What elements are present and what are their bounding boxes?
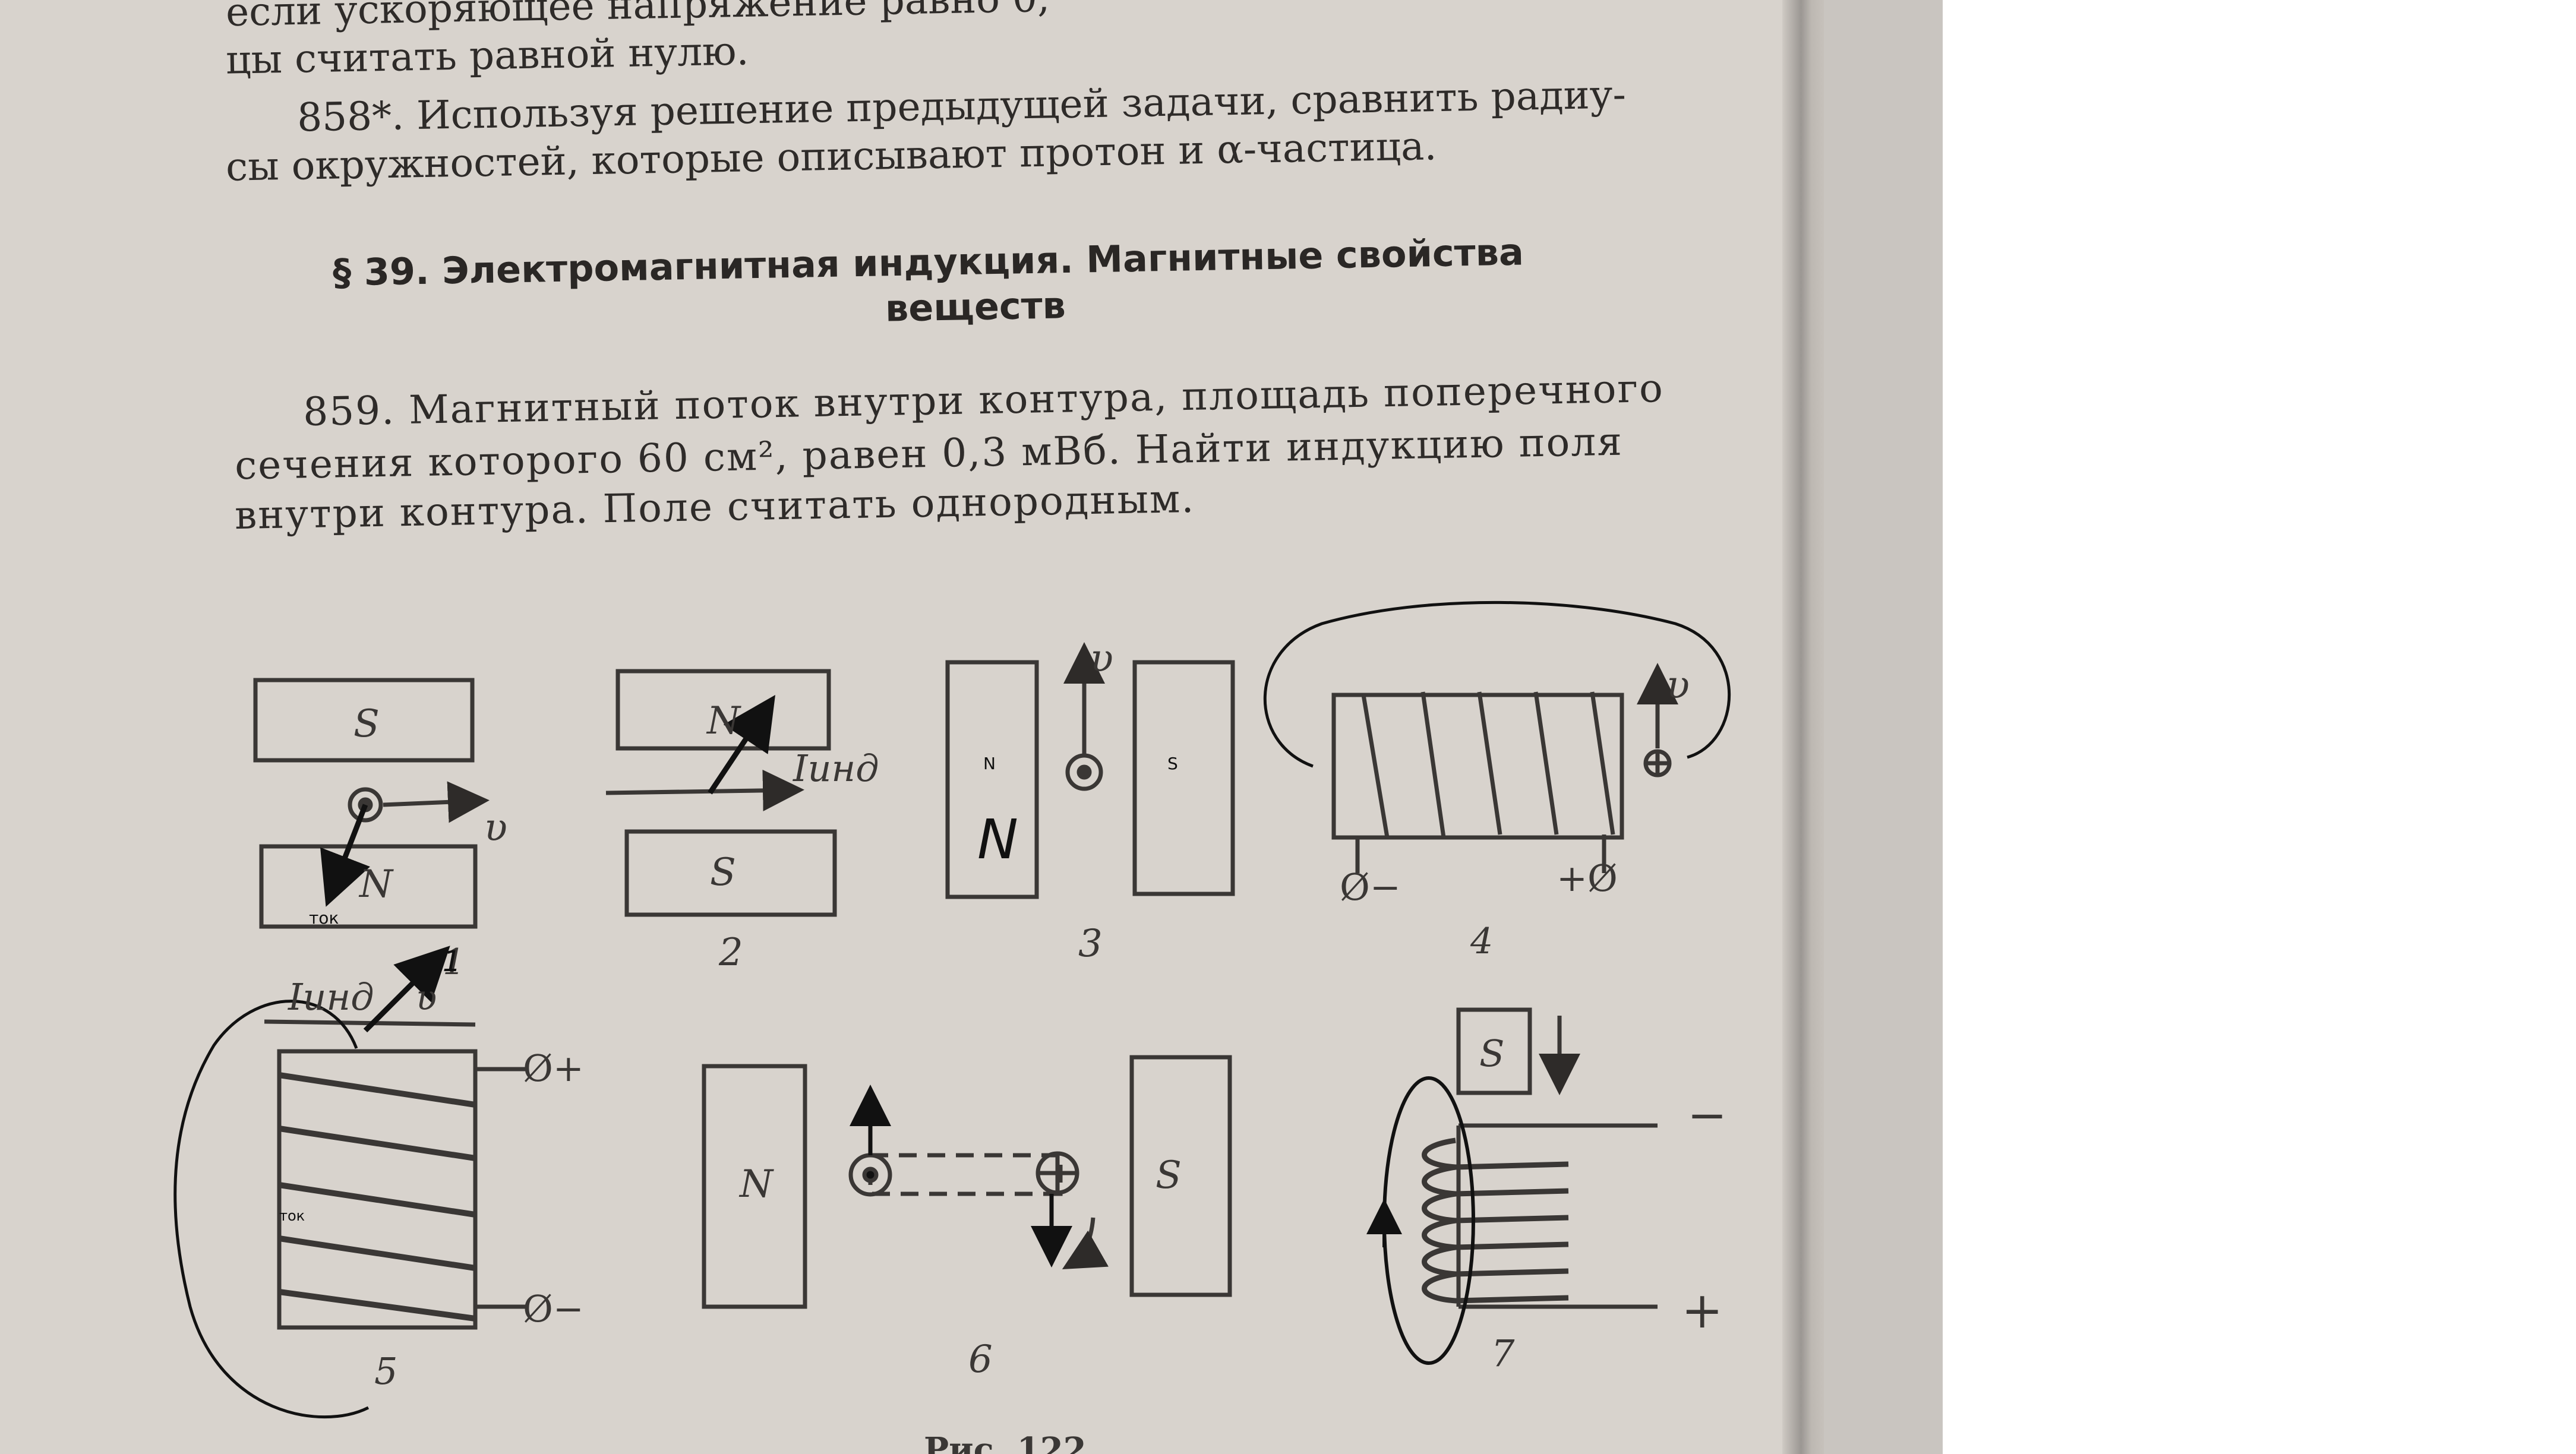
panel-number-5: 5 <box>374 1349 397 1393</box>
magnet-n-bottom-1 <box>259 844 478 929</box>
field-loop-4 <box>1263 600 1731 768</box>
panel-4 <box>1263 600 1731 873</box>
magnet-s-7 <box>1456 1007 1532 1095</box>
conductor-1 <box>348 787 383 823</box>
figure-caption: Рис. 122 <box>924 1430 1087 1454</box>
terminal-plus-5: Ø+ <box>523 1047 584 1090</box>
magnet-s-bottom-2 <box>624 829 837 917</box>
panel-7 <box>1366 1007 1658 1365</box>
magnet-label-n-1: N <box>358 862 394 906</box>
panel-number-2: 2 <box>718 931 743 975</box>
pen-arrow-5 <box>363 946 450 1033</box>
magnet-label-n-2: N <box>706 699 741 743</box>
num-1-handwritten: 1 <box>443 945 461 978</box>
panel-number-7: 7 <box>1491 1332 1515 1375</box>
small-label-n-3: N <box>983 754 996 773</box>
terminal-plus-7: + <box>1681 1281 1723 1339</box>
current-arrow-1 <box>320 804 370 907</box>
small-label-s-3: S <box>1167 754 1178 773</box>
coil-7 <box>1422 1137 1569 1304</box>
magnet-n-6 <box>702 1064 807 1309</box>
frame-6 <box>868 1153 1063 1196</box>
magnet-label-s-2: S <box>710 851 736 894</box>
magnet-n-3 <box>945 660 1039 899</box>
magnet-s-top-1 <box>253 678 475 763</box>
tok-label-5: ток <box>279 1208 305 1224</box>
magnet-label-s-1: S <box>353 702 380 746</box>
handwritten-n-3: N <box>977 808 1018 871</box>
magnet-s-6 <box>1129 1055 1232 1297</box>
velocity-label-1: υ <box>484 806 507 850</box>
terminal-minus-7: − <box>1687 1088 1727 1143</box>
coil-turns-5 <box>279 1072 476 1322</box>
velocity-label-4: υ <box>1666 663 1690 707</box>
panel-2 <box>605 669 837 917</box>
conductor-2 <box>605 769 804 811</box>
panel-number-4: 4 <box>1470 921 1493 962</box>
coil-turns-4 <box>1361 691 1615 838</box>
iind-label-5: Iинд <box>288 975 374 1019</box>
book-page-photo: если ускоряющее напряжение равно 0, цы с… <box>0 0 1943 1454</box>
magnet-n-top-2 <box>615 669 831 751</box>
book-gutter <box>1782 0 1824 1454</box>
magnet-s-3 <box>1132 660 1235 896</box>
v-label-5: υ <box>416 978 437 1018</box>
terminal-minus-4: Ø− <box>1340 865 1401 909</box>
pen-arrow-2 <box>708 695 775 795</box>
panel-number-3: 3 <box>1078 922 1103 966</box>
left-page <box>0 0 1806 1454</box>
field-loop-5 <box>173 1000 370 1418</box>
terminal-plus-4: +Ø <box>1557 856 1618 900</box>
right-page-edge <box>1824 0 1943 1454</box>
conductor-3 <box>1065 753 1103 791</box>
panel-3 <box>945 642 1235 899</box>
tok-label-1: ток <box>309 908 339 928</box>
iind-label-2: Iинд <box>793 747 879 790</box>
terminal-minus-5: Ø− <box>523 1287 584 1330</box>
magnet-label-s-6: S <box>1156 1153 1182 1197</box>
panel-1 <box>253 678 490 929</box>
panel-number-6: 6 <box>968 1338 993 1382</box>
magnet-label-s-7: S <box>1479 1032 1504 1075</box>
velocity-arrow-1 <box>383 781 490 823</box>
solenoid-core-5 <box>277 1049 478 1330</box>
velocity-label-3: υ <box>1090 637 1113 681</box>
panel-5 <box>173 946 529 1418</box>
magnet-label-n-6: N <box>738 1162 774 1206</box>
panel-6 <box>702 1055 1232 1309</box>
